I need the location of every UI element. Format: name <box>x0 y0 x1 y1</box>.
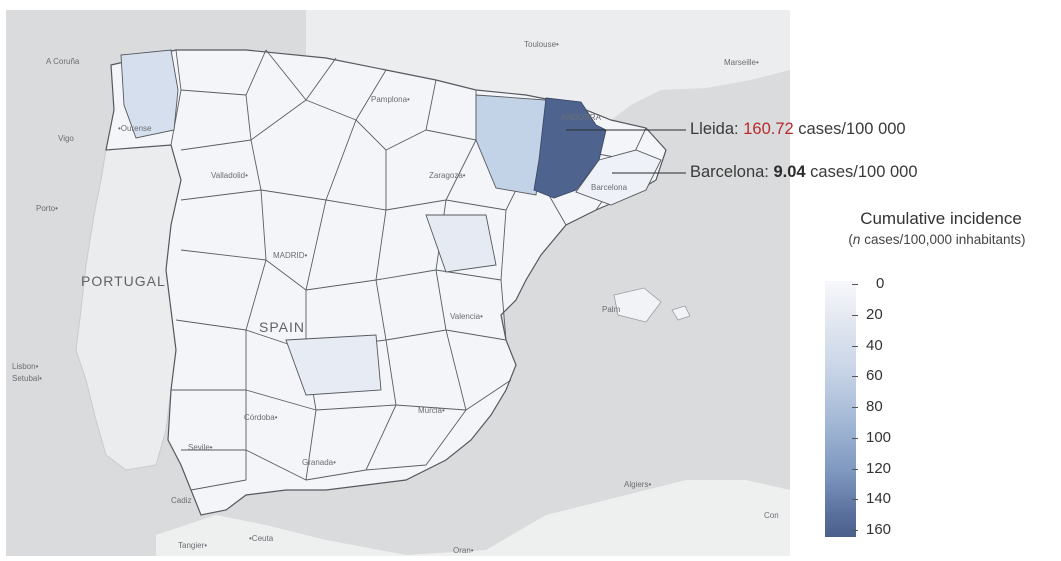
label-con: Con <box>764 511 779 520</box>
place-labels: Toulouse• Marseille• A Coruña Vigo •Oure… <box>12 40 779 555</box>
label-portugal: PORTUGAL <box>81 273 166 289</box>
legend-tick-label: 100 <box>866 428 892 446</box>
label-oran: Oran• <box>453 546 474 555</box>
legend-tick-mark <box>852 468 858 470</box>
label-ourense: •Ourense <box>118 124 152 133</box>
label-lisbon: Lisbon• <box>12 362 39 371</box>
lleida-callout-name: Lleida: <box>690 120 744 138</box>
label-tangier: Tangier• <box>178 541 207 550</box>
choropleth-map[interactable]: Toulouse• Marseille• A Coruña Vigo •Oure… <box>6 10 790 556</box>
lleida-callout: Lleida: 160.72 cases/100 000 <box>690 120 906 139</box>
province-teruel[interactable] <box>425 214 497 273</box>
legend-color-scale <box>825 281 856 537</box>
mallorca <box>613 287 662 323</box>
label-palma: Palm <box>602 305 621 314</box>
lleida-callout-value: 160.72 <box>743 120 794 138</box>
label-valladolid: Valladolid• <box>211 171 248 180</box>
barcelona-callout-value: 9.04 <box>773 163 806 181</box>
label-toulouse: Toulouse• <box>524 40 559 49</box>
label-vigo: Vigo <box>58 134 74 143</box>
label-barcelona: Barcelona <box>591 183 628 192</box>
legend-title: Cumulative incidence <box>860 209 1022 228</box>
label-sevilla: Sevile• <box>188 443 213 452</box>
label-granada: Granada• <box>302 458 336 467</box>
legend-tick-mark <box>852 376 858 378</box>
province-borders <box>170 49 647 491</box>
legend-subtitle: (n cases/100,000 inhabitants) <box>813 232 1061 247</box>
north-africa-land <box>156 480 790 556</box>
province-barcelona[interactable] <box>575 149 662 206</box>
legend-tick-label: 120 <box>866 459 892 477</box>
legend-subtitle-rest: cases/100,000 inhabitants) <box>860 232 1026 247</box>
legend-tick-mark <box>852 345 858 347</box>
legend-tick-label: 0 <box>876 275 885 292</box>
label-cadiz: Cadiz <box>171 496 191 505</box>
barcelona-callout: Barcelona: 9.04 cases/100 000 <box>690 163 918 182</box>
label-murcia: Murcia• <box>418 406 445 415</box>
lleida-callout-unit: cases/100 000 <box>793 120 906 138</box>
label-cordoba: Córdoba• <box>244 413 278 422</box>
province-lugo[interactable] <box>120 49 179 139</box>
legend-tick-mark <box>852 499 858 501</box>
label-zaragoza: Zaragoza• <box>429 171 466 180</box>
legend-tick-label: 80 <box>866 398 883 415</box>
barcelona-callout-name: Barcelona: <box>690 163 774 181</box>
legend-tick-mark <box>852 530 858 531</box>
province-ciudad-real[interactable] <box>285 334 382 396</box>
legend-subtitle-n: n <box>852 232 861 247</box>
label-porto: Porto• <box>36 204 58 213</box>
label-marseille: Marseille• <box>724 58 759 67</box>
label-pamplona: Pamplona• <box>371 95 410 104</box>
label-spain: SPAIN <box>259 319 305 335</box>
label-andorra: ANDORRA <box>561 113 602 122</box>
legend-tick-label: 40 <box>866 336 883 354</box>
legend-tick-label: 140 <box>866 490 892 508</box>
legend-tick-mark <box>852 284 858 285</box>
label-algiers: Algiers• <box>624 480 651 489</box>
legend-tick-label: 20 <box>866 305 883 323</box>
legend-tick-label: 160 <box>866 521 892 538</box>
menorca <box>671 305 691 321</box>
legend-tick-mark <box>852 437 858 439</box>
barcelona-callout-unit: cases/100 000 <box>805 163 918 181</box>
france-land <box>306 10 790 120</box>
label-ceuta: •Ceuta <box>249 534 274 543</box>
map-canvas: Toulouse• Marseille• A Coruña Vigo •Oure… <box>6 10 790 556</box>
label-setubal: Setubal• <box>12 374 42 383</box>
label-valencia: Valencia• <box>450 312 483 321</box>
legend-tick-mark <box>852 407 858 408</box>
label-madrid: MADRID• <box>273 251 308 260</box>
legend-tick-mark <box>852 314 858 316</box>
label-a-coruna: A Coruña <box>46 57 80 66</box>
province-lleida[interactable] <box>533 97 607 199</box>
legend-subtitle-open: ( <box>848 232 853 247</box>
legend-tick-label: 60 <box>866 367 883 385</box>
